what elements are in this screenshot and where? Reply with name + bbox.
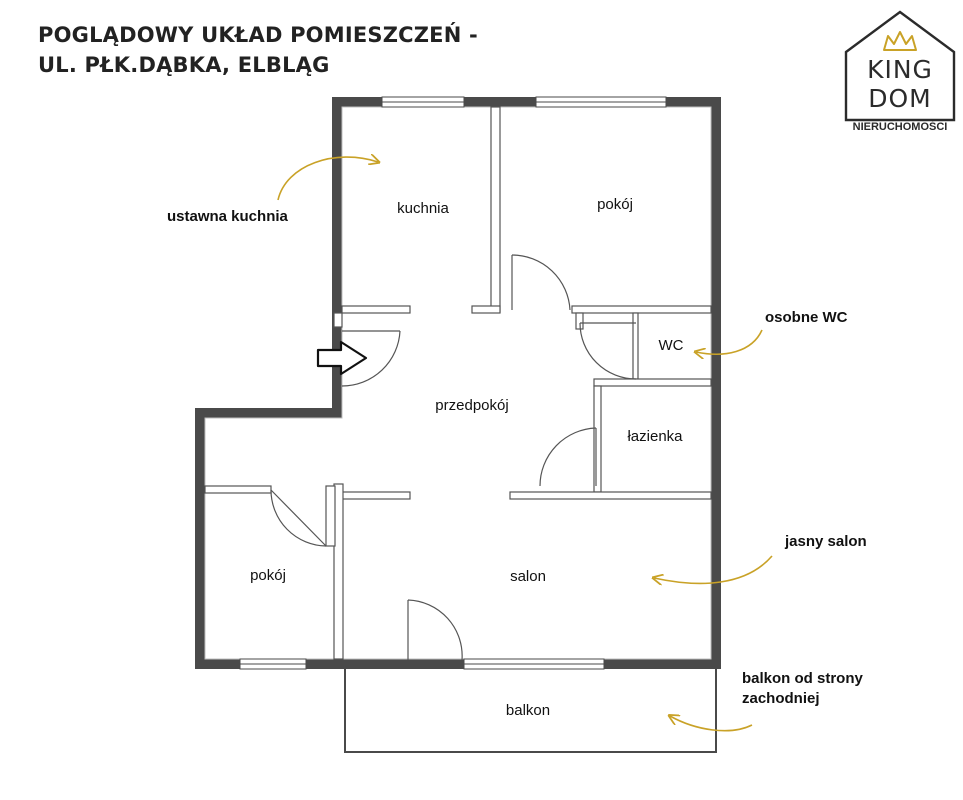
room-label-przedpokoj: przedpokój xyxy=(435,397,508,414)
outer-walls xyxy=(195,97,721,669)
logo-brand-line1: KING xyxy=(867,55,933,84)
room-label-balkon: balkon xyxy=(506,702,550,719)
room-label-kuchnia: kuchnia xyxy=(397,200,449,217)
annotation-balkon-line2: zachodniej xyxy=(742,690,820,707)
room-label-lazienka: łazienka xyxy=(627,428,683,445)
arrow-balkon-icon xyxy=(670,716,753,732)
arrow-wc-icon xyxy=(696,329,763,354)
outer-walls-inner-line xyxy=(204,106,712,660)
room-label-salon: salon xyxy=(510,568,546,585)
annotation-balkon-line1: balkon od strony xyxy=(742,670,864,687)
balcony-outline xyxy=(344,669,717,753)
arrow-salon-icon xyxy=(654,555,773,583)
annotation-wc: osobne WC xyxy=(765,309,848,326)
door-swings xyxy=(270,254,637,661)
room-label-pokoj-top: pokój xyxy=(597,196,633,213)
annotation-salon: jasny salon xyxy=(784,533,867,550)
arrow-kitchen-icon xyxy=(277,157,378,201)
logo-brand-line2: DOM xyxy=(868,84,932,113)
windows xyxy=(239,96,667,670)
interior-walls xyxy=(204,106,712,660)
entrance-arrow-icon xyxy=(316,340,368,376)
title-line-1: POGLĄDOWY UKŁAD POMIESZCZEŃ - xyxy=(38,23,478,47)
annotation-arrows xyxy=(277,157,773,732)
annotation-kitchen: ustawna kuchnia xyxy=(167,208,289,225)
kingdom-logo: KING DOM NIERUCHOMOŚCI xyxy=(844,10,956,133)
room-label-pokoj-left: pokój xyxy=(250,567,286,584)
crown-icon xyxy=(883,31,917,51)
title-line-2: UL. PŁK.DĄBKA, ELBLĄG xyxy=(38,53,330,77)
room-label-wc: WC xyxy=(659,337,684,354)
logo-tagline: NIERUCHOMOŚCI xyxy=(853,120,948,133)
page-title: POGLĄDOWY UKŁAD POMIESZCZEŃ - UL. PŁK.DĄ… xyxy=(38,20,478,80)
